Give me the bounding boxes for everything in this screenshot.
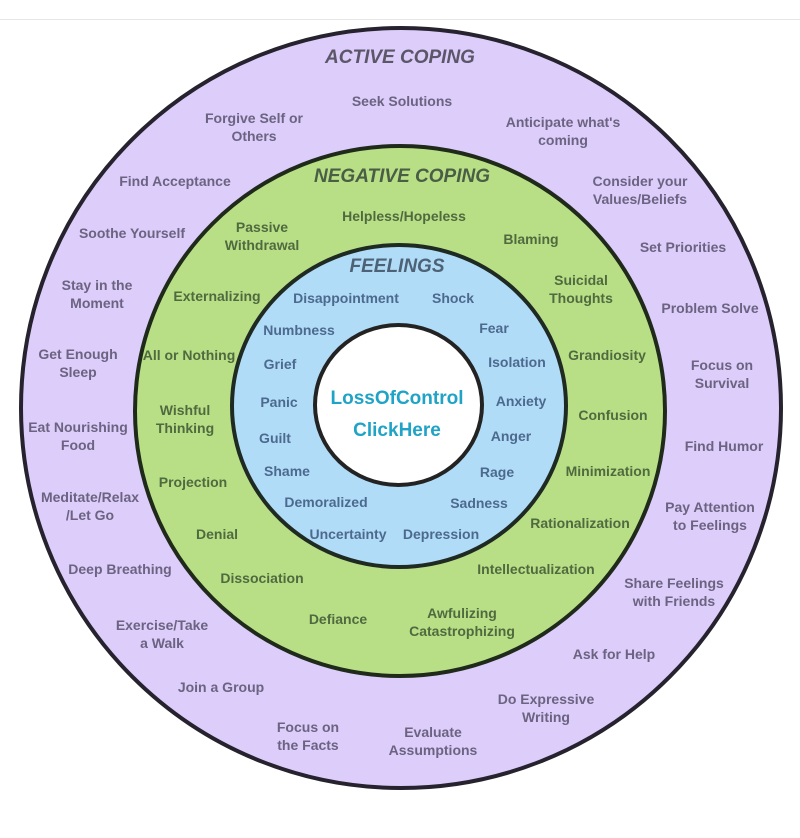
- center-line-2[interactable]: ClickHere: [353, 420, 441, 441]
- feeling-item: Guilt: [259, 430, 291, 446]
- negative-item: Intellectualization: [477, 561, 595, 577]
- feeling-item: Isolation: [488, 354, 546, 370]
- negative-item: Wishful Thinking: [155, 402, 215, 436]
- negative-item: Denial: [195, 526, 239, 542]
- feelings-title: FEELINGS: [349, 256, 445, 277]
- feeling-item: Anger: [490, 428, 532, 444]
- active-item: Eat Nourishing Food: [28, 419, 128, 453]
- negative-item: Minimization: [565, 463, 651, 479]
- negative-item: Rationalization: [530, 515, 630, 531]
- negative-item: Defiance: [308, 611, 368, 627]
- active-item: Share Feelings with Friends: [624, 575, 724, 609]
- active-item: Meditate/Relax /Let Go: [40, 489, 140, 523]
- feeling-item: Shock: [431, 290, 475, 306]
- active-item: Do Expressive Writing: [497, 691, 595, 725]
- negative-item: Suicidal Thoughts: [549, 272, 613, 306]
- active-item: Consider your Values/Beliefs: [592, 173, 688, 207]
- feeling-item: Anxiety: [495, 393, 547, 409]
- active-item: Find Acceptance: [119, 173, 231, 189]
- active-coping-title: ACTIVE COPING: [325, 47, 475, 68]
- negative-item: Awfulizing Catastrophizing: [409, 605, 515, 639]
- active-item: Anticipate what's coming: [505, 114, 621, 148]
- negative-item: Projection: [158, 474, 228, 490]
- active-item: Set Priorities: [639, 239, 727, 255]
- active-item: Stay in the Moment: [61, 277, 133, 311]
- negative-item: Blaming: [503, 231, 559, 247]
- feeling-item: Disappointment: [293, 290, 399, 306]
- active-item: Ask for Help: [572, 646, 656, 662]
- active-item: Problem Solve: [661, 300, 759, 316]
- feeling-item: Grief: [263, 356, 297, 372]
- loss-of-control-button[interactable]: [313, 323, 484, 487]
- active-item: Seek Solutions: [351, 93, 453, 109]
- active-item: Pay Attention to Feelings: [665, 499, 755, 533]
- negative-item: Externalizing: [173, 288, 261, 304]
- top-divider: [0, 19, 800, 20]
- center-label[interactable]: LossOfControl ClickHere: [331, 383, 464, 447]
- active-item: Get Enough Sleep: [38, 346, 118, 380]
- active-item: Evaluate Assumptions: [388, 724, 478, 758]
- active-item: Forgive Self or Others: [204, 110, 304, 144]
- active-item: Deep Breathing: [68, 561, 172, 577]
- active-item: Find Humor: [684, 438, 764, 454]
- feeling-item: Uncertainty: [309, 526, 387, 542]
- negative-item: Dissociation: [220, 570, 304, 586]
- feeling-item: Depression: [402, 526, 480, 542]
- negative-item: All or Nothing: [142, 347, 236, 363]
- feeling-item: Rage: [479, 464, 515, 480]
- center-line-1[interactable]: LossOfControl: [330, 388, 464, 409]
- active-item: Exercise/Take a Walk: [115, 617, 209, 651]
- negative-item: Passive Withdrawal: [224, 219, 300, 253]
- feeling-item: Sadness: [450, 495, 508, 511]
- active-item: Soothe Yourself: [78, 225, 186, 241]
- negative-item: Grandiosity: [568, 347, 646, 363]
- feeling-item: Panic: [260, 394, 298, 410]
- active-item: Focus on the Facts: [276, 719, 340, 753]
- negative-item: Confusion: [578, 407, 648, 423]
- feeling-item: Numbness: [263, 322, 335, 338]
- negative-item: Helpless/Hopeless: [342, 208, 466, 224]
- active-item: Focus on Survival: [690, 357, 754, 391]
- feeling-item: Fear: [479, 320, 509, 336]
- negative-coping-title: NEGATIVE COPING: [314, 166, 490, 187]
- active-item: Join a Group: [177, 679, 265, 695]
- feeling-item: Demoralized: [284, 494, 368, 510]
- feeling-item: Shame: [264, 463, 310, 479]
